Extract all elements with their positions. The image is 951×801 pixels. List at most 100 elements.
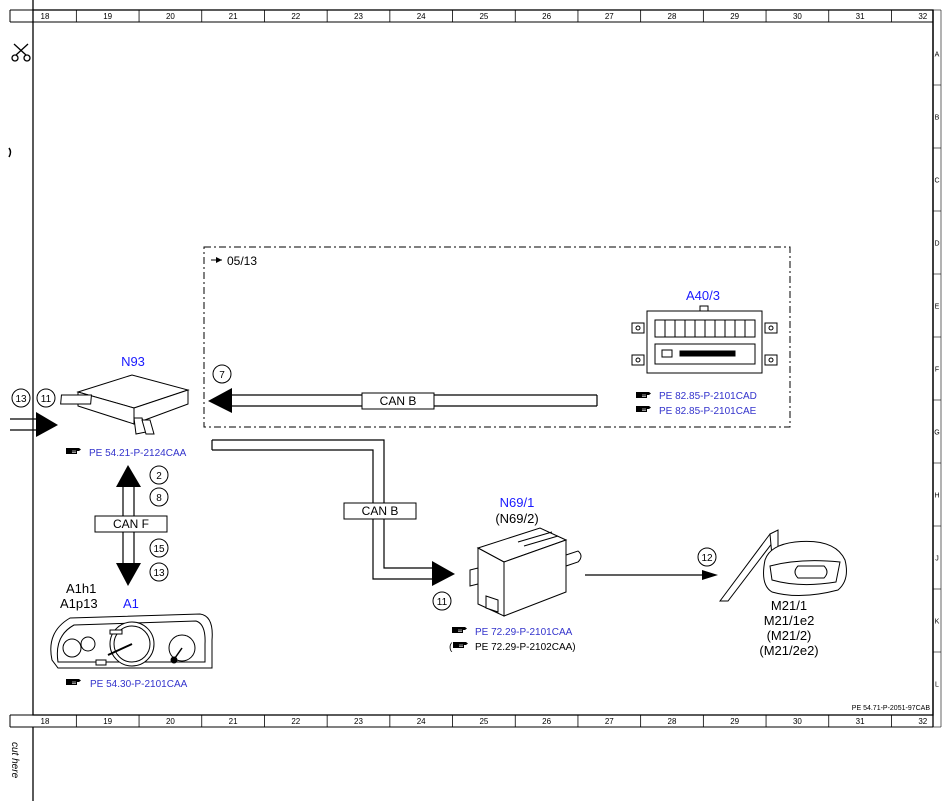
n69-1-reference-1: PE 72.29-P-2101CAA [475, 627, 573, 638]
column-label-bottom-21: 21 [229, 717, 238, 726]
m21-1e2-label: M21/1e2 [764, 613, 815, 628]
input-arrow [10, 412, 58, 437]
circle-11-left: 11 [36, 388, 56, 408]
n69-2-ref-hand-icon [452, 641, 469, 649]
box-note-arrow-icon [211, 257, 222, 263]
a40-3-reference-1: PE 82.85-P-2101CAD [659, 391, 757, 402]
column-label-bottom-26: 26 [542, 717, 551, 726]
can-b-mid-box [343, 502, 417, 520]
can-f-box [94, 515, 168, 533]
svg-text:7: 7 [219, 370, 225, 381]
a40-3-ref1-hand-icon [635, 391, 652, 399]
n93-module-drawing [60, 374, 190, 435]
column-label-bottom-23: 23 [354, 717, 363, 726]
column-label-bottom-20: 20 [166, 717, 175, 726]
a1-label: A1 [123, 596, 139, 611]
svg-text:2: 2 [156, 471, 162, 482]
row-label-K: K [935, 619, 940, 626]
a40-3-display-drawing [631, 305, 778, 374]
n69-2-label: (N69/2) [495, 511, 538, 526]
a1-reference: PE 54.30-P-2101CAA [90, 679, 188, 690]
column-label-top-27: 27 [605, 12, 614, 21]
m21-mirror-drawing [719, 529, 847, 602]
row-label-G: G [934, 430, 939, 437]
svg-text:12: 12 [701, 553, 713, 564]
column-label-bottom-31: 31 [856, 717, 865, 726]
column-label-top-28: 28 [668, 12, 677, 21]
column-label-top-18: 18 [41, 12, 50, 21]
svg-text:13: 13 [153, 568, 165, 579]
m21-2-label: (M21/2) [767, 628, 812, 643]
column-label-top-23: 23 [354, 12, 363, 21]
column-label-bottom-25: 25 [479, 717, 488, 726]
n93-label: N93 [121, 354, 145, 369]
column-label-top-25: 25 [479, 12, 488, 21]
row-label-J: J [935, 556, 939, 563]
column-label-top-31: 31 [856, 12, 865, 21]
column-label-top-29: 29 [730, 12, 739, 21]
box-note: 05/13 [227, 254, 257, 268]
circle-12: 12 [697, 547, 717, 567]
circle-7: 7 [212, 364, 232, 384]
column-label-top-32: 32 [918, 12, 927, 21]
punch-mark [8, 147, 12, 158]
circle-13-left: 13 [11, 388, 31, 408]
column-label-bottom-22: 22 [291, 717, 300, 726]
row-label-C: C [934, 178, 939, 185]
n69-1-ref1-hand-icon [451, 626, 468, 634]
column-label-bottom-30: 30 [793, 717, 802, 726]
row-label-A: A [935, 52, 940, 59]
row-ticks: A B C D E F G H J K L [933, 52, 941, 689]
svg-text:11: 11 [41, 394, 52, 405]
a1-ref-hand-icon [65, 678, 82, 686]
n69-2-ref-open-paren: ( [449, 642, 453, 653]
row-label-E: E [935, 304, 940, 311]
n93-ref-hand-icon [65, 447, 82, 455]
can-b-mid-label: CAN B [362, 504, 399, 518]
column-label-bottom-29: 29 [730, 717, 739, 726]
n69-1-reference-2: PE 72.29-P-2102CAA) [475, 642, 576, 653]
circle-13-low: 13 [149, 562, 169, 582]
signal-arrow-to-mirror [585, 570, 718, 580]
a40-3-label: A40/3 [686, 288, 720, 303]
column-label-bottom-32: 32 [918, 717, 927, 726]
circle-8: 8 [149, 487, 169, 507]
column-ticks: 1818191920202121222223232424252526262727… [41, 10, 928, 727]
svg-text:15: 15 [153, 544, 165, 555]
row-label-B: B [935, 115, 940, 122]
column-label-bottom-27: 27 [605, 717, 614, 726]
column-label-top-19: 19 [103, 12, 112, 21]
column-label-bottom-18: 18 [41, 717, 50, 726]
column-label-top-26: 26 [542, 12, 551, 21]
a1p13-label: A1p13 [60, 596, 98, 611]
column-label-top-22: 22 [291, 12, 300, 21]
row-label-D: D [934, 241, 939, 248]
can-f-label: CAN F [113, 517, 149, 531]
column-label-bottom-24: 24 [417, 717, 426, 726]
document-reference: PE 54.71-P-2051-97CAB [852, 705, 931, 712]
can-b-top-box [361, 392, 435, 410]
column-label-top-20: 20 [166, 12, 175, 21]
column-label-top-30: 30 [793, 12, 802, 21]
circle-2: 2 [149, 465, 169, 485]
svg-text:11: 11 [437, 597, 448, 608]
a40-3-reference-2: PE 82.85-P-2101CAE [659, 406, 757, 417]
row-label-H: H [934, 493, 939, 500]
m21-1-label: M21/1 [771, 598, 807, 613]
row-label-F: F [935, 367, 939, 374]
n69-1-module-drawing [469, 527, 582, 617]
m21-2e2-label: (M21/2e2) [759, 643, 818, 658]
svg-text:8: 8 [156, 493, 162, 504]
svg-text:13: 13 [15, 394, 27, 405]
row-label-L: L [935, 682, 939, 689]
a1-instrument-cluster-drawing [50, 613, 213, 669]
optional-equipment-box [203, 246, 791, 428]
scissors-icon [11, 43, 31, 62]
column-label-top-24: 24 [417, 12, 426, 21]
n93-reference: PE 54.21-P-2124CAA [89, 448, 187, 459]
drawing-frame [9, 0, 942, 801]
circle-11-mid: 11 [432, 591, 452, 611]
a40-3-ref2-hand-icon [635, 405, 652, 413]
a1h1-label: A1h1 [66, 581, 96, 596]
